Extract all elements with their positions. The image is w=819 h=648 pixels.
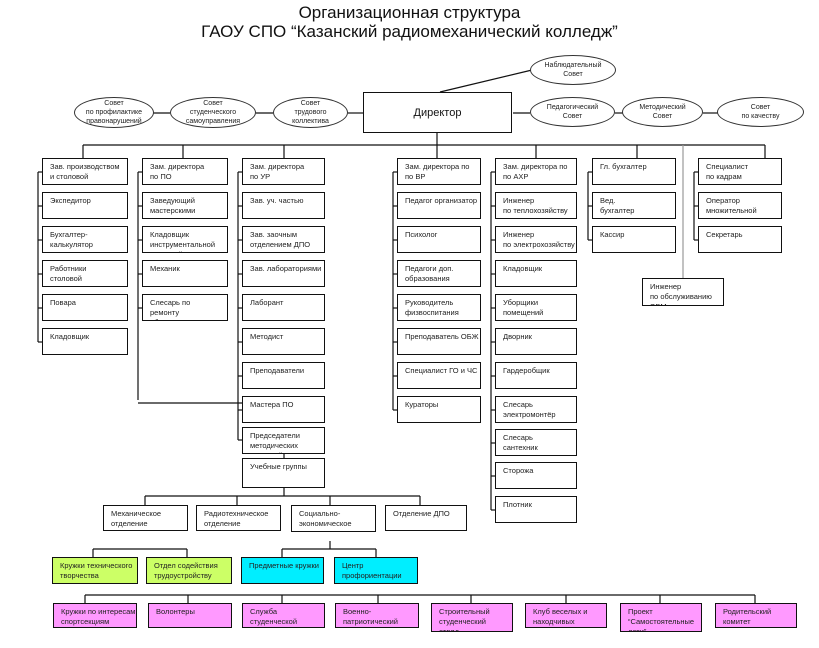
box-curators: Кураторы [397,396,481,423]
box-accountant-calculator: Бухгалтер- калькулятор [42,226,128,253]
box-pedagogue-organizer: Педагог организатор [397,192,481,219]
box-obzh-teacher: Преподаватель ОБЖ [397,328,481,355]
council-supervisory: Наблюдательный Совет [530,55,616,85]
box-labs-head: Зав. лабораториями [242,260,325,287]
box-mechanical-dept: Механическое отделение [103,505,188,531]
box-teachers: Преподаватели [242,362,325,389]
box-interest-clubs: Кружки по интересам спортсекциям [53,603,137,628]
box-volunteers: Волонтеры [148,603,232,628]
box-lab-assistant: Лаборант [242,294,325,321]
director-box: Директор [363,92,512,133]
box-ahr-storekeeper: Кладовщик [495,260,577,287]
box-student-security: Служба студенческой безопасности [242,603,325,628]
box-mechanic: Механик [142,260,228,287]
council-labor-collective: Совет трудового коллектива [273,97,348,128]
box-storekeeper: Кладовщик [42,328,128,355]
box-cooks: Повара [42,294,128,321]
box-production-head: Зав. производством и столовой [42,158,128,185]
box-dpo-dept: Отделение ДПО [385,505,467,531]
box-copy-operator: Оператор множительной техники [698,192,782,219]
box-commission-chairs: Председатели методических комиссий [242,427,325,454]
box-repair-locksmith: Слесарь по ремонту оборудования [142,294,228,321]
box-cleaners: Уборщики помещений [495,294,577,321]
box-secretary: Секретарь [698,226,782,253]
box-forwarder: Экспедитор [42,192,128,219]
box-computer-engineer: Инженер по обслуживанию ЭВМ [642,278,724,306]
box-correspondence-head: Зав. заочным отделением ДПО [242,226,325,253]
box-po-masters: Мастера ПО [242,396,325,423]
box-janitor: Дворник [495,328,577,355]
chart-subtitle: ГАОУ СПО “Казанский радиомеханический ко… [201,22,618,41]
box-study-head: Зав. уч. частью [242,192,325,219]
council-pedagogical: Педагогический Совет [530,97,615,127]
box-subject-clubs: Предметные кружки [241,557,324,584]
box-chief-accountant: Гл. бухгалтер [592,158,676,185]
box-methodist: Методист [242,328,325,355]
box-electric-engineer: Инженер по электрохозяйству [495,226,577,253]
box-lead-accountant: Вед. бухгалтер [592,192,676,219]
chart-title: Организационная структура [298,3,521,22]
box-tool-storekeeper: Кладовщик инструментальной кладовой [142,226,228,253]
box-heat-engineer: Инженер по теплохозяйству [495,192,577,219]
box-additional-education: Педагоги доп. образования [397,260,481,287]
box-construction-team: Строительный студенческий отряд [431,603,513,632]
box-career-center: Центр профориентации [334,557,418,584]
box-canteen-workers: Работники столовой [42,260,128,287]
box-cashier: Кассир [592,226,676,253]
box-deputy-ahr: Зам. директора по по АХР [495,158,577,185]
box-parents-committee: Родительский комитет [715,603,797,628]
box-deputy-vr: Зам. директора по по ВР [397,158,481,185]
box-plumber: Слесарь сантехник [495,429,577,456]
box-hr-specialist: Специалист по кадрам [698,158,782,185]
box-guards: Сторожа [495,462,577,489]
box-independent-kids: Проект “Самостоятельные дети” [620,603,702,632]
box-civil-defense: Специалист ГО и ЧС [397,362,481,389]
box-study-groups: Учебные группы [242,458,325,488]
box-kvn-club: Клуб веселых и находчивых [525,603,607,628]
council-student-self-government: Совет студенческого самоуправления [170,97,256,128]
council-quality: Совет по качеству [717,97,804,127]
box-deputy-po: Зам. директора по ПО [142,158,228,185]
box-cloakroom: Гардеробщик [495,362,577,389]
box-pe-head: Руководитель физвоспитания [397,294,481,321]
council-offense-prevention: Совет по профилактике правонарушений [74,97,154,128]
box-workshop-head: Заведующий мастерскими [142,192,228,219]
box-deputy-ur: Зам. директора по УР [242,158,325,185]
council-methodical: Методический Совет [622,97,703,127]
box-socioeconomic-dept: Социально- экономическое отделение [291,505,376,532]
box-carpenter: Плотник [495,496,577,523]
box-electrician: Слесарь электромонтёр [495,396,577,423]
box-military-club: Военно-патриотический клуб [335,603,419,628]
box-radiotech-dept: Радиотехническое отделение [196,505,281,531]
box-psychologist: Психолог [397,226,481,253]
connector [439,69,533,93]
box-employment-office: Отдел содействия трудоустройству [146,557,232,584]
box-tech-clubs: Кружки технического творчества [52,557,138,584]
